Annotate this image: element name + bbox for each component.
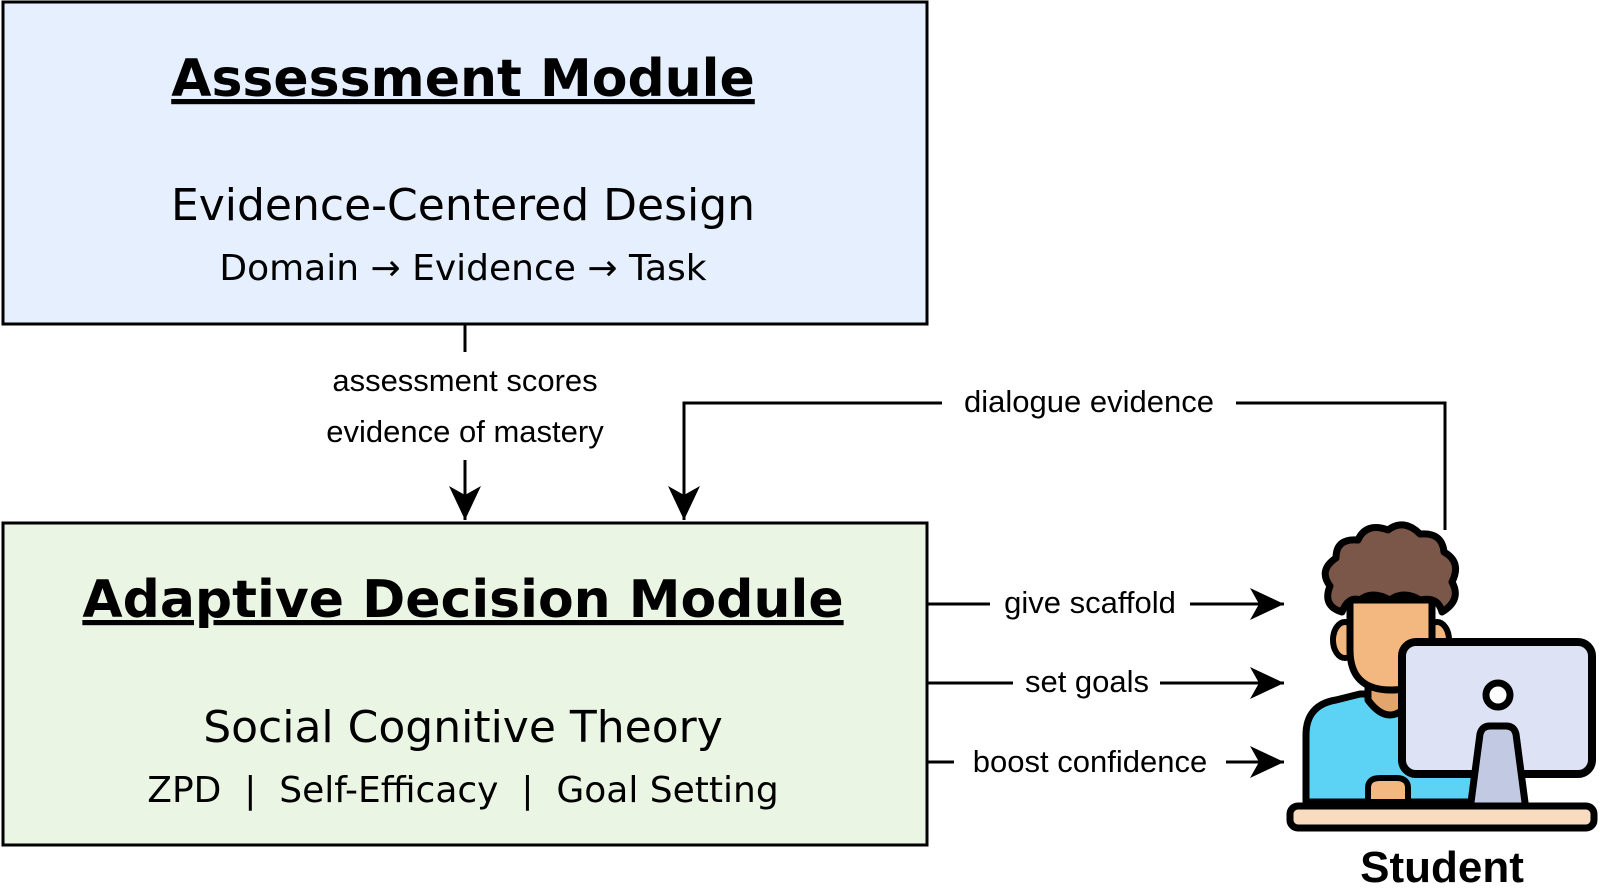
edge-label-dialogue-evidence: dialogue evidence [964,384,1214,419]
adaptive-decision-module-title: Adaptive Decision Module [82,570,843,630]
edge-label-evidence-of-mastery: evidence of mastery [326,414,604,449]
assessment-module-subtitle: Domain → Evidence → Task [219,248,706,289]
student-desk [1286,802,1598,832]
assessment-module-heading: Evidence-Centered Design [171,180,755,231]
edge-give-scaffold: give scaffold [928,585,1284,620]
student-monitor-stand [1466,722,1530,814]
edge-dialogue-evidence: dialogue evidence [668,384,1447,530]
adaptive-decision-module-heading: Social Cognitive Theory [203,702,723,753]
edge-set-goals: set goals [928,664,1284,699]
assessment-module-box [1,0,929,326]
student-label: Student [1360,843,1524,892]
edge-label-set-goals: set goals [1025,664,1149,699]
edge-label-boost-confidence: boost confidence [973,744,1207,779]
student-hair [1321,521,1460,616]
student-hand [1365,775,1411,805]
assessment-module: Assessment Module Evidence-Centered Desi… [1,0,929,326]
assessment-module-title: Assessment Module [171,49,755,109]
edge-dialogue-line-right [1236,401,1447,530]
adaptive-decision-module-subtitle: ZPD | Self-Efficacy | Goal Setting [147,770,778,811]
edge-boost-confidence: boost confidence [928,744,1284,779]
student-monitor-logo [1482,679,1514,711]
edge-label-assessment-scores: assessment scores [332,363,597,398]
edge-label-give-scaffold: give scaffold [1004,585,1176,620]
adaptive-decision-module: Adaptive Decision Module Social Cognitiv… [1,521,929,847]
edge-assessment-to-adaptive: assessment scores evidence of mastery [326,325,604,520]
student-at-computer-icon [1286,521,1598,832]
adaptive-decision-module-box [1,521,929,847]
edge-dialogue-line-left [668,401,942,520]
